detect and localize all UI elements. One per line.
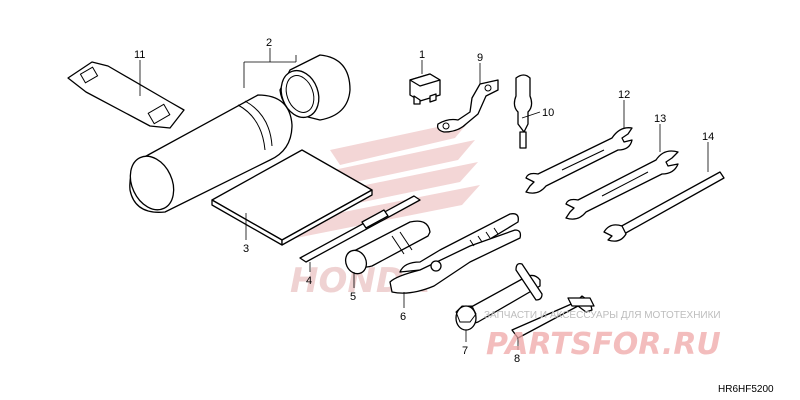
- callout-4: 4: [306, 275, 312, 287]
- callout-12: 12: [618, 89, 630, 101]
- callout-13: 13: [654, 113, 666, 125]
- callout-10: 10: [542, 107, 554, 119]
- callouts: 2 11 1 9 10 12 13 14 3 4 5 6 7 8: [134, 37, 714, 365]
- part-wrench-14: [603, 171, 725, 242]
- part-plug-tool: [513, 74, 533, 149]
- leader-lines: [139, 48, 709, 350]
- callout-5: 5: [350, 291, 356, 303]
- callout-8: 8: [514, 353, 520, 365]
- callout-14: 14: [702, 131, 714, 143]
- site-watermark: ЗАПЧАСТИ И АКСЕССУАРЫ ДЛЯ МОТОТЕХНИКИ PA…: [484, 310, 721, 362]
- callout-2: 2: [266, 37, 272, 49]
- part-tool-tube: [129, 54, 351, 213]
- part-fuse: [409, 73, 441, 105]
- callout-9: 9: [477, 52, 483, 64]
- callout-7: 7: [462, 345, 468, 357]
- part-hex-key: [511, 295, 595, 339]
- callout-6: 6: [400, 311, 406, 323]
- part-wrench-13: [565, 150, 679, 220]
- part-strap: [67, 61, 185, 129]
- part-bracket: [436, 79, 499, 133]
- watermark-caption: ЗАПЧАСТИ И АКСЕССУАРЫ ДЛЯ МОТОТЕХНИКИ: [484, 310, 721, 321]
- diagram-code: HR6HF5200: [718, 384, 774, 395]
- part-wrench-12: [525, 127, 633, 194]
- part-plug-wrench: [455, 262, 543, 331]
- part-screwdriver: [299, 195, 421, 263]
- callout-3: 3: [243, 243, 249, 255]
- callout-1: 1: [419, 49, 425, 61]
- part-manual-booklet: [211, 149, 373, 246]
- callout-11: 11: [134, 49, 145, 61]
- watermark-brand: PARTSFOR.RU: [486, 327, 721, 362]
- part-screwdriver-handle: [344, 220, 431, 275]
- part-pliers: [389, 213, 522, 294]
